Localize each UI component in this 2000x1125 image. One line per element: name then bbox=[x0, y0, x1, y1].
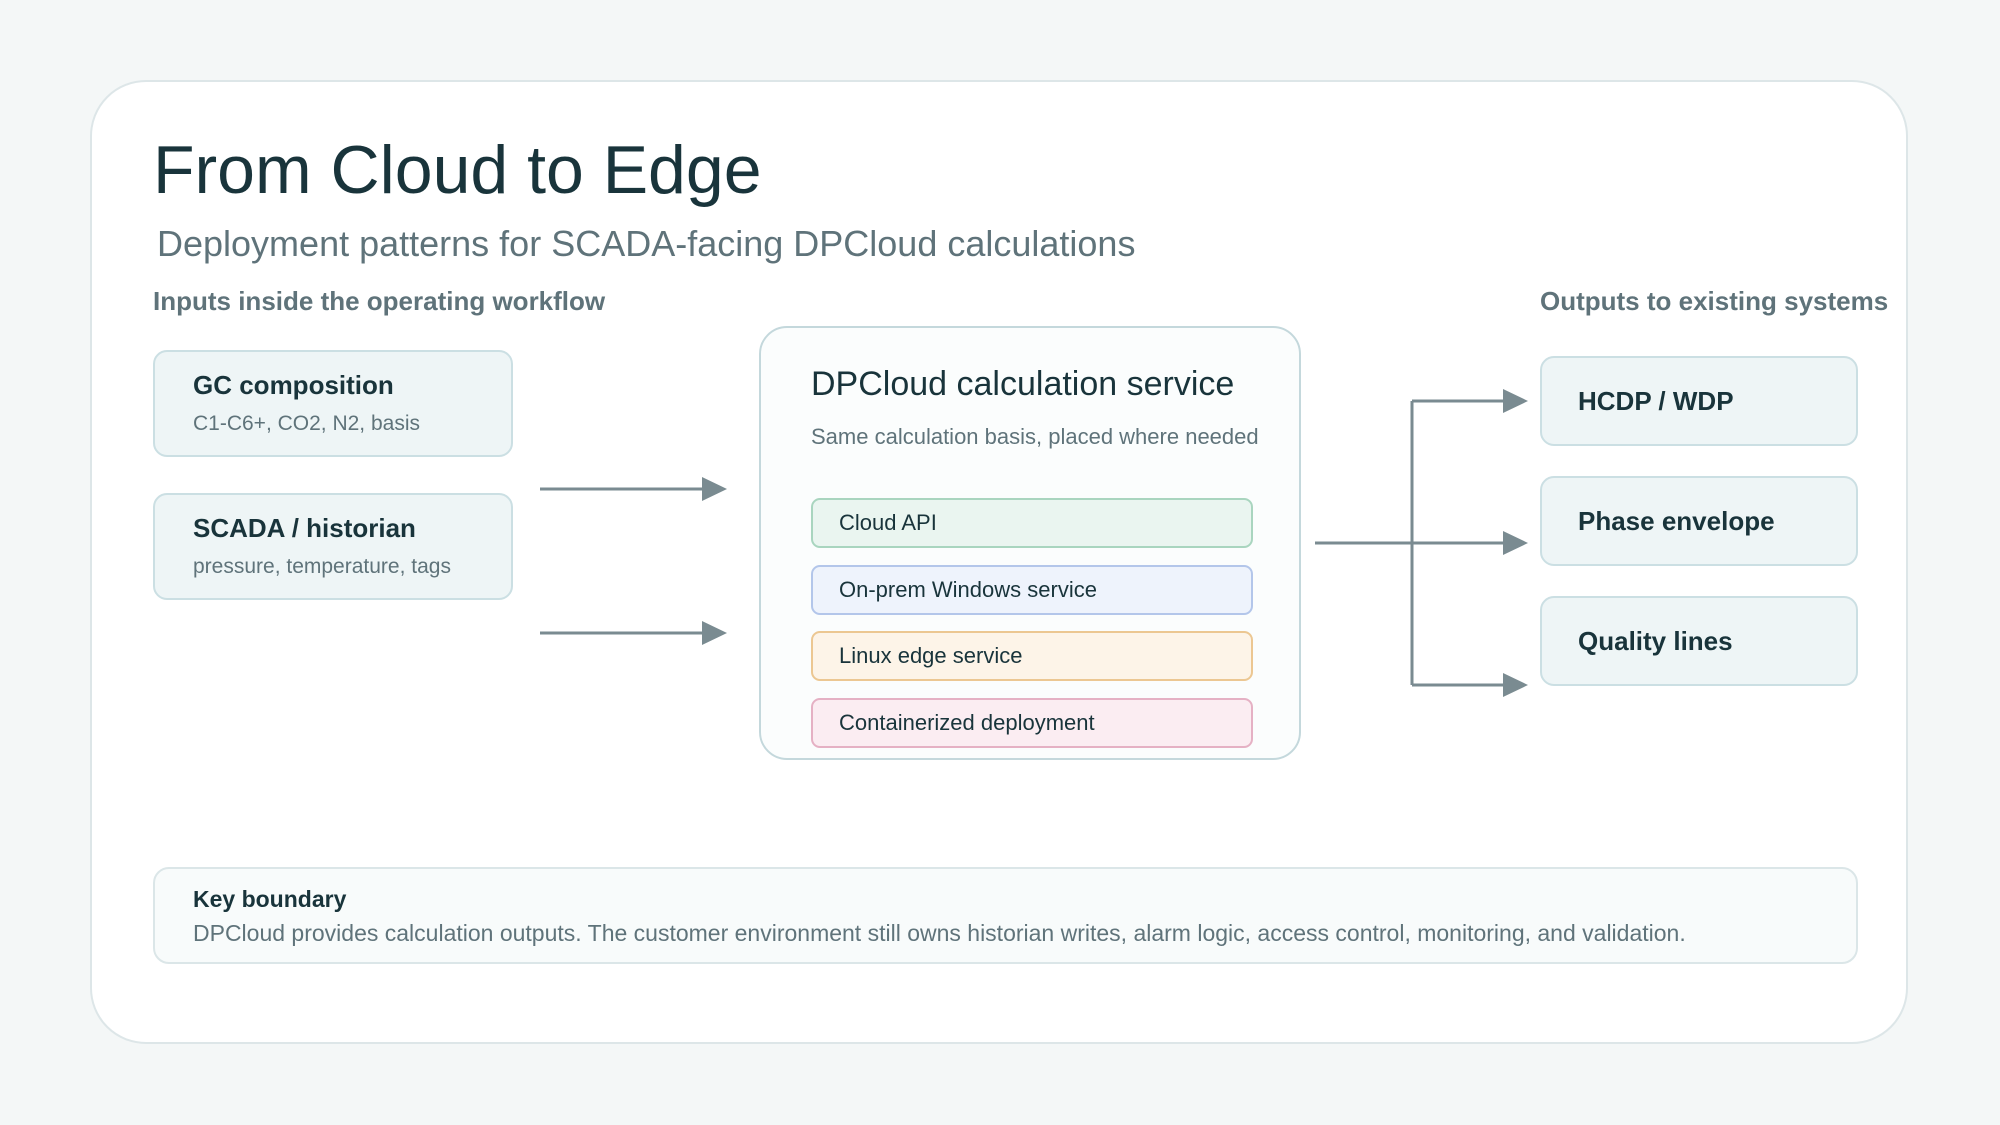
boundary-title: Key boundary bbox=[193, 886, 347, 912]
output-label: Quality lines bbox=[1578, 626, 1733, 656]
slide-subtitle: Deployment patterns for SCADA-facing DPC… bbox=[157, 223, 1136, 264]
output-phase-envelope: Phase envelope bbox=[1540, 476, 1858, 566]
output-label: Phase envelope bbox=[1578, 506, 1775, 536]
input-subtitle: C1-C6+, CO2, N2, basis bbox=[193, 412, 421, 435]
deployment-containerized: Containerized deployment bbox=[811, 698, 1253, 748]
input-subtitle: pressure, temperature, tags bbox=[193, 555, 451, 578]
input-scada-historian: SCADA / historian pressure, temperature,… bbox=[153, 493, 513, 600]
input-title: SCADA / historian bbox=[193, 513, 416, 543]
output-label: HCDP / WDP bbox=[1578, 386, 1734, 416]
inputs-column-label: Inputs inside the operating workflow bbox=[153, 286, 606, 316]
outputs-column-label: Outputs to existing systems bbox=[1540, 286, 1889, 316]
calculation-service-box: DPCloud calculation service Same calcula… bbox=[759, 326, 1301, 760]
arrowhead-hcdp bbox=[1503, 389, 1528, 413]
slide-title: From Cloud to Edge bbox=[153, 132, 762, 208]
arrowhead-phase bbox=[1503, 531, 1528, 555]
boundary-text: DPCloud provides calculation outputs. Th… bbox=[193, 920, 1686, 946]
output-quality-lines: Quality lines bbox=[1540, 596, 1858, 686]
deployment-linux-edge: Linux edge service bbox=[811, 631, 1253, 681]
input-title: GC composition bbox=[193, 370, 394, 400]
key-boundary-note: Key boundary DPCloud provides calculatio… bbox=[153, 867, 1858, 964]
arrowhead-scada bbox=[702, 621, 727, 645]
service-subtitle: Same calculation basis, placed where nee… bbox=[811, 424, 1259, 449]
arrowhead-quality bbox=[1503, 673, 1528, 697]
service-title: DPCloud calculation service bbox=[811, 365, 1235, 403]
output-hcdp-wdp: HCDP / WDP bbox=[1540, 356, 1858, 446]
deployment-cloud-api: Cloud API bbox=[811, 498, 1253, 548]
input-gc-composition: GC composition C1-C6+, CO2, N2, basis bbox=[153, 350, 513, 457]
deployment-windows-service: On-prem Windows service bbox=[811, 565, 1253, 615]
arrowhead-gc bbox=[702, 477, 727, 501]
